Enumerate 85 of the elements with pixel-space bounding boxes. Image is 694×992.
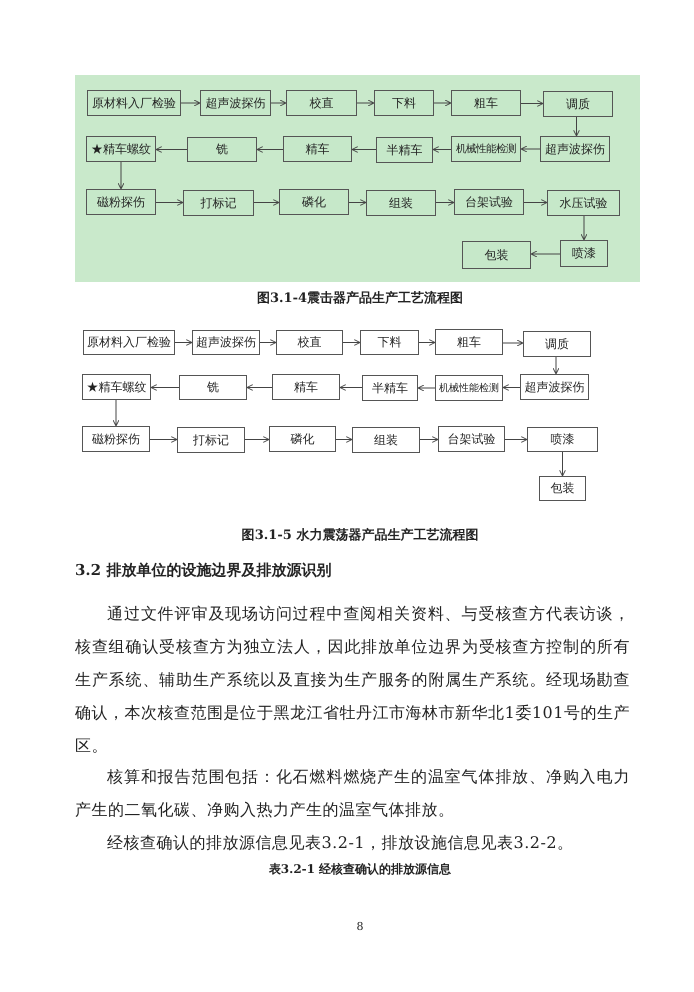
arrow	[246, 384, 272, 391]
arrow	[559, 452, 566, 476]
arrow	[260, 339, 276, 346]
paragraph: 经核查确认的排放源信息见表3.2-1，排放设施信息见表3.2-2。	[106, 832, 575, 854]
arrow	[504, 436, 528, 443]
process-box: 半精车	[376, 137, 433, 163]
arrow	[432, 146, 452, 153]
arrow	[520, 146, 540, 152]
arrow	[340, 384, 362, 391]
arrow	[524, 199, 548, 206]
arrow	[180, 100, 200, 106]
process-box: 校直	[286, 90, 357, 116]
arrow	[336, 436, 352, 443]
arrow	[150, 436, 178, 443]
arrow	[552, 356, 560, 374]
process-box: 粗车	[435, 329, 503, 355]
arrow	[356, 100, 374, 106]
process-box: 原材料入厂检验	[83, 330, 175, 355]
arrow	[156, 199, 184, 206]
process-box: 调质	[543, 91, 613, 117]
process-box: 精车	[283, 136, 352, 162]
arrow	[502, 340, 524, 346]
arrow	[352, 146, 376, 153]
process-box: 水压试验	[547, 190, 620, 216]
process-box: 台架试验	[454, 189, 524, 215]
process-box: 磷化	[279, 189, 349, 215]
paragraph: 核算和报告范围包括：化石燃料燃烧产生的温室气体排放、净购入电力产生的二氧化碳、净购入热力产生的温室气体排放。	[75, 766, 630, 821]
arrow	[156, 146, 188, 153]
process-box: 粗车	[451, 90, 521, 116]
process-box: 超声波探伤	[200, 90, 271, 116]
process-box: 铣	[187, 137, 257, 162]
arrow	[418, 339, 436, 346]
arrow	[342, 339, 360, 346]
process-box: 包装	[539, 476, 586, 501]
arrow	[174, 339, 192, 346]
process-box: 调质	[523, 331, 591, 357]
process-box: 超声波探伤	[520, 374, 589, 400]
figure-caption: 图3.1-5 水力震荡器产品生产工艺流程图	[240, 526, 480, 544]
arrow	[118, 162, 124, 190]
process-box: 半精车	[362, 375, 418, 401]
page-number: 8	[356, 920, 364, 933]
process-box: ★精车螺纹	[86, 136, 156, 162]
process-box: 磁粉探伤	[82, 426, 150, 452]
arrow	[150, 384, 180, 391]
arrow	[573, 116, 580, 136]
process-box: 下料	[360, 330, 419, 355]
process-box: 精车	[272, 374, 340, 400]
section-heading: 3.2 排放单位的设施边界及排放源识别	[75, 561, 332, 580]
figure-caption: 图3.1-4震击器产品生产工艺流程图	[256, 290, 464, 307]
paragraph: 通过文件评审及现场访问过程中查阅相关资料、与受核查方代表访谈，核查组确认受核查方为独立法人，因此排放单位边界为受核查方控制的所有生产系统、辅助生产系统以及直接为生产服务的附属生产系统。经现场勘查确认，本次核查范围是位于黑龙江省牡丹江市海林市新华北1委101号的生产区。	[75, 603, 630, 757]
process-box: 台架试验	[438, 426, 505, 452]
process-box: 包装	[462, 241, 531, 269]
process-box: 铣	[179, 375, 247, 400]
process-box: 打标记	[177, 427, 245, 453]
process-box: 组装	[352, 427, 420, 453]
arrow	[530, 250, 560, 258]
arrow	[112, 400, 120, 426]
process-box: ★精车螺纹	[82, 374, 151, 400]
arrow	[520, 100, 544, 107]
table-caption: 表3.2-1 经核查确认的排放源信息	[268, 861, 452, 878]
process-box: 机械性能检测	[451, 136, 521, 162]
arrow	[418, 384, 436, 392]
arrow	[270, 100, 286, 106]
arrow	[256, 146, 284, 153]
process-box: 喷漆	[560, 240, 608, 267]
process-box: 磁粉探伤	[86, 189, 156, 215]
process-box: 超声波探伤	[192, 330, 260, 355]
process-box: 磷化	[269, 426, 336, 452]
process-box: 下料	[374, 90, 434, 116]
arrow	[420, 436, 438, 443]
arrow	[436, 199, 454, 206]
arrow	[434, 100, 452, 106]
arrow	[502, 384, 520, 391]
process-box: 原材料入厂检验	[87, 90, 181, 116]
arrow	[348, 199, 366, 206]
process-box: 超声波探伤	[540, 136, 610, 162]
flowchart-panel	[75, 75, 640, 282]
arrow	[254, 199, 280, 206]
process-box: 组装	[366, 190, 436, 216]
process-box: 校直	[276, 330, 343, 355]
process-box: 机械性能检测	[435, 375, 503, 401]
arrow	[244, 436, 270, 443]
process-box: 打标记	[183, 190, 254, 216]
process-box: 喷漆	[527, 427, 598, 452]
arrow	[580, 216, 588, 240]
